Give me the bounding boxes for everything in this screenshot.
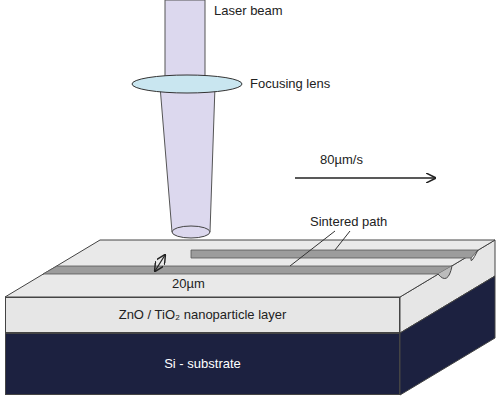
leader-line [335, 231, 350, 250]
speed-label: 80µm/s [320, 152, 363, 167]
si-substrate: Si - substrate [5, 333, 400, 395]
groove [471, 250, 478, 261]
sintered-path [43, 266, 452, 274]
leader-line [290, 231, 335, 266]
nanoparticle-layer: ZnO / TiO₂ nanoparticle layer [5, 297, 400, 333]
focused-beam [160, 86, 215, 232]
layer-top [5, 240, 495, 297]
focusing-lens [132, 75, 242, 93]
sintered-path [191, 250, 478, 258]
path-label: Sintered path [310, 214, 387, 229]
width-arrow [155, 255, 165, 271]
lens-label: Focusing lens [250, 76, 330, 91]
layer-label: Si - substrate [164, 357, 241, 372]
layer-label: ZnO / TiO₂ nanoparticle layer [119, 308, 287, 323]
laser-beam [165, 0, 205, 80]
beam-label: Laser beam [214, 3, 283, 18]
scan-arrow [295, 177, 435, 178]
beam-spot [172, 226, 210, 238]
width-label: 20µm [172, 276, 205, 291]
substrate-side [400, 276, 495, 395]
groove [438, 266, 452, 279]
